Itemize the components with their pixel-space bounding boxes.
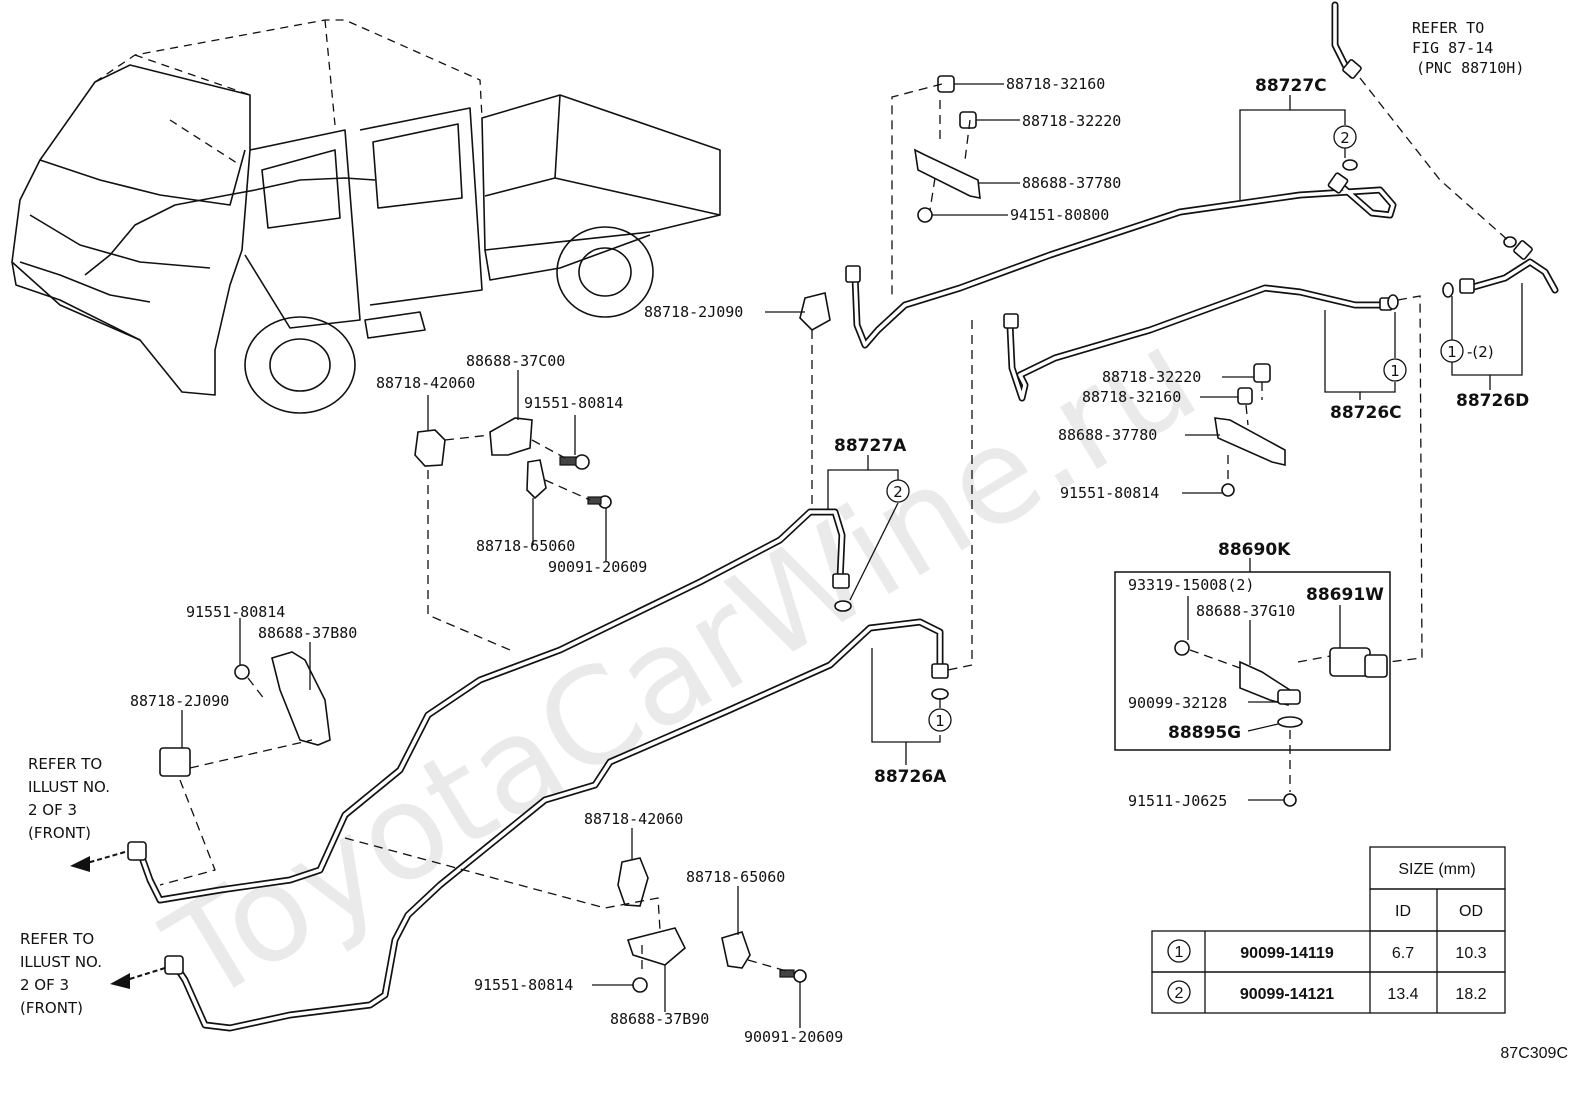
part-number-label: 91551-80814 xyxy=(524,394,623,412)
circle-markers: 2 1 1 -(2) 2 1 xyxy=(886,125,1494,732)
svg-text:REFER TO: REFER TO xyxy=(1412,19,1484,37)
part-number-label: 88718-65060 xyxy=(476,537,575,555)
svg-text:90099-14121: 90099-14121 xyxy=(1240,986,1334,1003)
refer-note-left-2: REFER TO ILLUST NO. 2 OF 3 (FRONT) xyxy=(20,930,102,1017)
part-number-label: 88688-37G10 xyxy=(1196,602,1295,620)
part-number-label: 91551-80814 xyxy=(1060,484,1159,502)
assembly-label: 88690K xyxy=(1218,540,1291,560)
part-number-label: 91511-J0625 xyxy=(1128,792,1227,810)
leader-lines xyxy=(181,83,1523,1028)
truck-illustration xyxy=(11,19,721,414)
assembly-label: 88691W xyxy=(1306,585,1384,605)
part-number-label: 88688-37B80 xyxy=(258,624,357,642)
svg-text:ILLUST NO.: ILLUST NO. xyxy=(28,778,110,796)
part-number-label: 94151-80800 xyxy=(1010,206,1109,224)
part-number-label: 90091-20609 xyxy=(744,1028,843,1046)
part-number-label: 88718-42060 xyxy=(584,810,683,828)
svg-text:90099-14119: 90099-14119 xyxy=(1240,945,1334,962)
part-number-label: 88688-37780 xyxy=(1058,426,1157,444)
mark-one: 1 xyxy=(935,712,945,730)
mark-one: 1 xyxy=(1447,343,1457,361)
svg-text:2 OF 3: 2 OF 3 xyxy=(28,801,77,819)
size-table-col-od: OD xyxy=(1459,903,1483,920)
svg-text:2: 2 xyxy=(1175,985,1184,1002)
svg-text:(PNC 88710H): (PNC 88710H) xyxy=(1416,59,1524,77)
svg-text:(FRONT): (FRONT) xyxy=(20,999,83,1017)
svg-text:6.7: 6.7 xyxy=(1392,945,1414,962)
part-number-label: 90099-32128 xyxy=(1128,694,1227,712)
svg-text:(FRONT): (FRONT) xyxy=(28,824,91,842)
mark-one: 1 xyxy=(1390,362,1400,380)
assembly-label: 88727A xyxy=(834,436,907,456)
size-table: SIZE (mm) ID OD 1 90099-14119 6.7 10.3 2… xyxy=(1151,846,1506,1014)
dashed-guides xyxy=(159,77,1511,975)
svg-text:FIG 87-14: FIG 87-14 xyxy=(1412,39,1493,57)
part-number-label: 91551-80814 xyxy=(186,603,285,621)
svg-text:1: 1 xyxy=(1175,944,1184,961)
part-number-label: 88718-65060 xyxy=(686,868,785,886)
part-number-label: 88718-42060 xyxy=(376,374,475,392)
assembly-label: 88726A xyxy=(874,767,947,787)
part-number-label: 91551-80814 xyxy=(474,976,573,994)
svg-text:REFER TO: REFER TO xyxy=(20,930,94,948)
svg-text:18.2: 18.2 xyxy=(1455,986,1486,1003)
refer-note-top: REFER TO FIG 87-14 (PNC 88710H) xyxy=(1412,19,1524,77)
assembly-labels: 88727C 88726C 88726D 88727A 88726A 88690… xyxy=(834,76,1529,787)
mark-two: 2 xyxy=(893,483,903,501)
size-table-col-id: ID xyxy=(1395,903,1411,920)
part-number-label: 88688-37C00 xyxy=(466,352,565,370)
part-number-label: 93319-15008(2) xyxy=(1128,576,1254,594)
part-number-label: 88688-37780 xyxy=(1022,174,1121,192)
part-number-label: 88688-37B90 xyxy=(610,1010,709,1028)
part-number-label: 88718-32220 xyxy=(1102,368,1201,386)
svg-text:ILLUST NO.: ILLUST NO. xyxy=(20,953,102,971)
assembly-label: 88726C xyxy=(1330,403,1402,423)
svg-text:10.3: 10.3 xyxy=(1455,945,1486,962)
clamps-and-brackets xyxy=(159,75,1388,993)
table-row: 1 90099-14119 6.7 10.3 xyxy=(1167,939,1487,963)
pipe-fittings xyxy=(70,59,1533,989)
svg-text:REFER TO: REFER TO xyxy=(28,755,102,773)
part-number-label: 88718-32220 xyxy=(1022,112,1121,130)
assembly-label: 88726D xyxy=(1456,391,1529,411)
size-table-header: SIZE (mm) xyxy=(1398,861,1475,878)
part-number-label: 88718-2J090 xyxy=(130,692,229,710)
part-number-labels: 88718-32160 88718-32220 88688-37780 9415… xyxy=(130,75,1295,1046)
figure-code: 87C309C xyxy=(1500,1045,1568,1062)
svg-text:2 OF 3: 2 OF 3 xyxy=(20,976,69,994)
part-number-label: 90091-20609 xyxy=(548,558,647,576)
svg-text:13.4: 13.4 xyxy=(1387,986,1418,1003)
part-number-label: 88718-32160 xyxy=(1006,75,1105,93)
refer-note-left-1: REFER TO ILLUST NO. 2 OF 3 (FRONT) xyxy=(28,755,110,842)
part-number-label: 88718-2J090 xyxy=(644,303,743,321)
part-number-label: 88718-32160 xyxy=(1082,388,1181,406)
mark-two: 2 xyxy=(1340,129,1350,147)
assembly-label: 88895G xyxy=(1168,723,1241,743)
assembly-box-88690k xyxy=(1114,571,1391,751)
mark-range-suffix: -(2) xyxy=(1467,343,1494,361)
table-row: 2 90099-14121 13.4 18.2 xyxy=(1167,980,1487,1004)
assembly-label: 88727C xyxy=(1255,76,1327,96)
